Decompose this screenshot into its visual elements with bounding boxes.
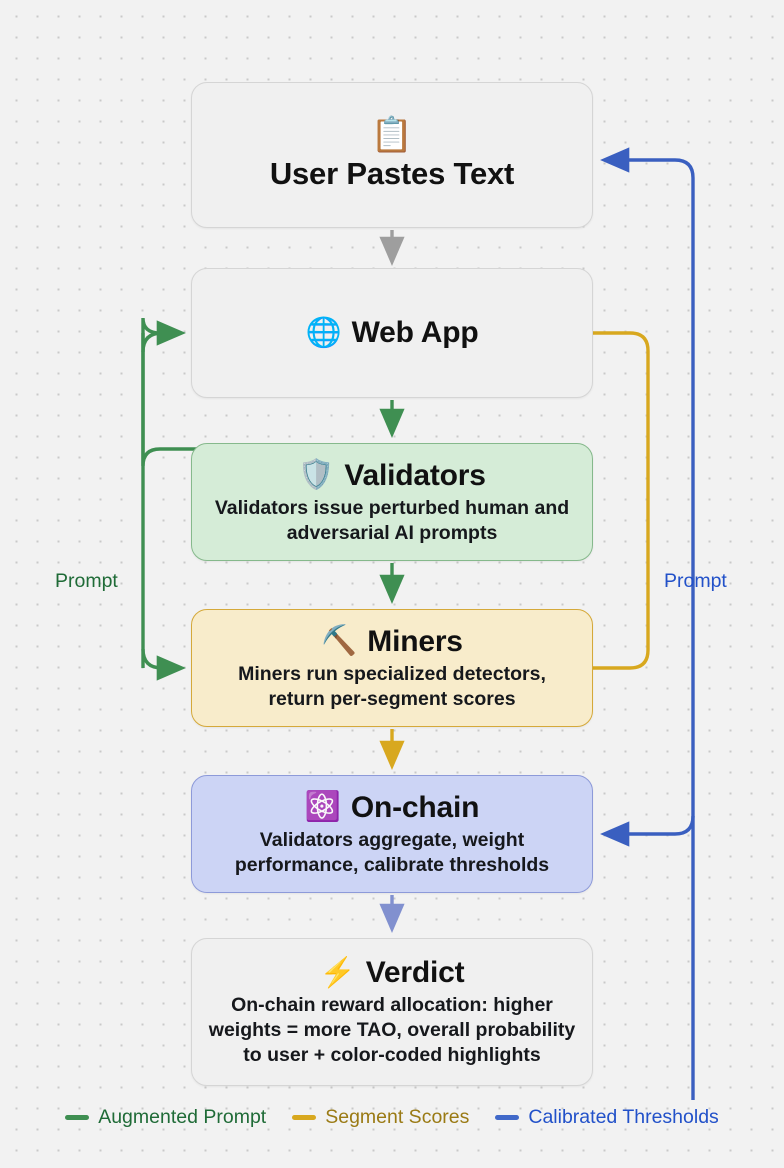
legend-label: Calibrated Thresholds: [528, 1106, 719, 1128]
node-description: Miners run specialized detectors, return…: [238, 662, 546, 710]
node-title: Miners: [367, 624, 463, 658]
legend: Augmented Prompt Segment Scores Calibrat…: [0, 1106, 784, 1129]
node-web-app[interactable]: 🌐 Web App: [191, 268, 593, 398]
edge-label-calibrated-prompt: Prompt: [664, 570, 727, 592]
edge-label-augmented-prompt: Prompt: [55, 570, 118, 592]
globe-icon: 🌐: [305, 316, 342, 349]
edge-yellow-webapp-to-miners: [591, 331, 650, 670]
node-title: Validators: [344, 458, 486, 492]
legend-swatch-yellow: [292, 1115, 317, 1120]
node-description: On-chain reward allocation: higher weigh…: [208, 994, 576, 1066]
node-title: Verdict: [365, 956, 465, 990]
node-title-row: 🌐 Web App: [305, 316, 478, 350]
pickaxe-icon: ⛏️: [321, 625, 358, 658]
node-title: On-chain: [350, 790, 480, 824]
legend-swatch-blue: [495, 1115, 520, 1120]
node-title: User Pastes Text: [269, 156, 515, 191]
clipboard-icon: 📋: [370, 116, 414, 154]
node-on-chain[interactable]: ⚛️ On-chain Validators aggregate, weight…: [191, 775, 593, 893]
legend-swatch-green: [65, 1115, 90, 1120]
legend-item-segment-scores: Segment Scores: [292, 1106, 469, 1129]
node-title-row: ⚡ Verdict: [320, 956, 465, 990]
node-title-row: 📋 User Pastes Text: [269, 116, 515, 192]
legend-label: Augmented Prompt: [98, 1106, 267, 1128]
node-title-row: ⚛️ On-chain: [305, 791, 480, 825]
legend-item-augmented-prompt: Augmented Prompt: [65, 1106, 266, 1129]
edge-blue-to-onchain: [600, 815, 695, 847]
node-validators[interactable]: 🛡️ Validators Validators issue perturbed…: [191, 443, 593, 561]
node-description: Validators issue perturbed human and adv…: [214, 496, 570, 544]
legend-label: Segment Scores: [325, 1106, 470, 1128]
edge-blue-trunk: [600, 147, 695, 1100]
node-verdict[interactable]: ⚡ Verdict On-chain reward allocation: hi…: [191, 938, 593, 1086]
shield-icon: 🛡️: [298, 459, 335, 492]
legend-item-calibrated-thresholds: Calibrated Thresholds: [495, 1106, 719, 1129]
node-title-row: 🛡️ Validators: [298, 459, 486, 493]
node-title: Web App: [351, 316, 479, 349]
lightning-icon: ⚡: [319, 956, 356, 989]
node-miners[interactable]: ⛏️ Miners Miners run specialized detecto…: [191, 609, 593, 727]
node-user-pastes-text[interactable]: 📋 User Pastes Text: [191, 82, 593, 228]
edge-green-to-webapp-arrow: [141, 320, 186, 353]
chain-nodes-icon: ⚛️: [304, 791, 341, 824]
node-title-row: ⛏️ Miners: [321, 625, 463, 659]
node-description: Validators aggregate, weight performance…: [234, 828, 550, 876]
edge-green-to-miners-arrow: [141, 648, 186, 681]
